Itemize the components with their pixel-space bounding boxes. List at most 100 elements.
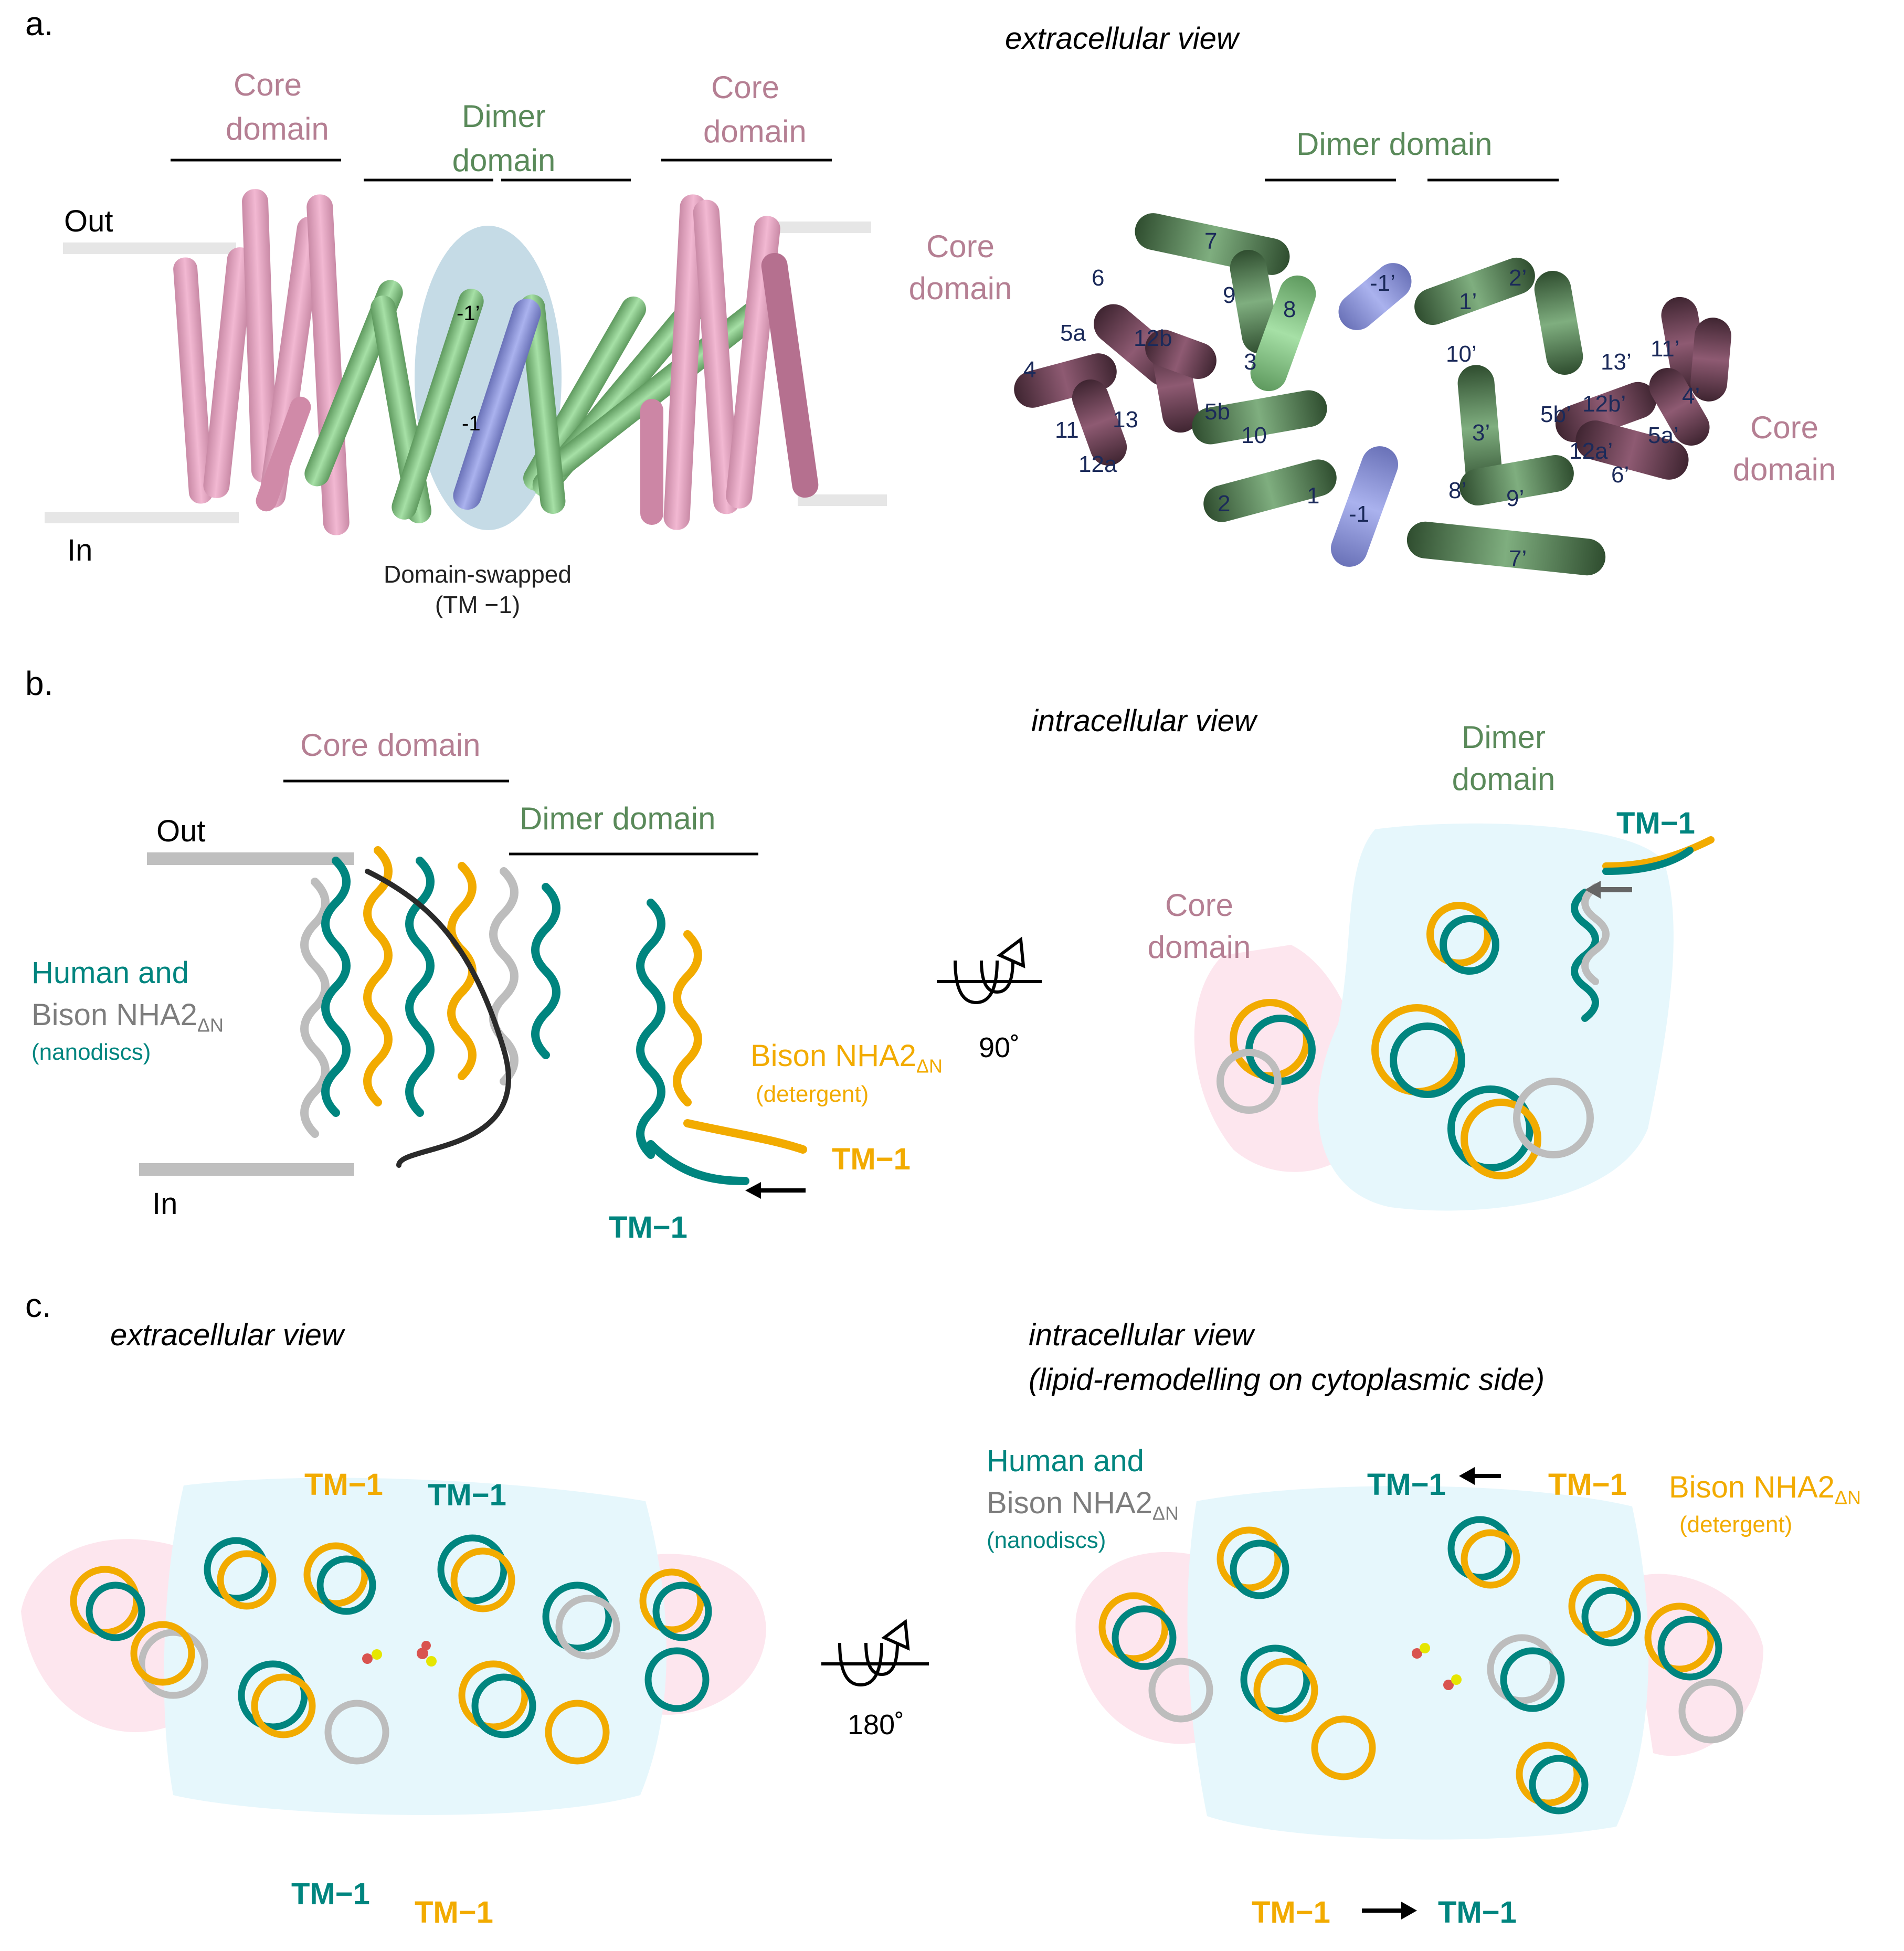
tm-minus1-teal-top-c: TM−1 — [428, 1478, 506, 1512]
helix-label: 8 — [1283, 297, 1296, 322]
core-domain-label-b-right: Core domain — [1139, 884, 1260, 968]
swap-note-line1: Domain-swapped — [384, 561, 572, 588]
delta-n-subscript: ΔN — [197, 1014, 224, 1036]
intracellular-view-label-c: intracellular view — [1029, 1318, 1254, 1352]
dimer-b-right-line1: Dimer — [1462, 720, 1546, 755]
lipid-molecules-right — [1412, 1643, 1462, 1690]
tm-minus1-teal-bottom-c-right: TM−1 — [1438, 1895, 1517, 1929]
helix-label: 8’ — [1448, 478, 1467, 503]
dimer-domain-label: Dimer domain — [451, 94, 556, 183]
core-domain-left-label: Core domain — [226, 63, 329, 151]
helix-label: 12a — [1078, 451, 1117, 477]
rotation-90-label: 90˚ — [979, 1032, 1020, 1063]
helix-label: 13 — [1113, 407, 1138, 433]
core-right-line2: domain — [703, 114, 807, 149]
human-and-label-c: Human and — [987, 1444, 1144, 1478]
panel-b-right-structure — [1194, 823, 1715, 1211]
rotation-180-icon — [821, 1619, 929, 1687]
core-domain-label-a-right-left: Core domain — [903, 226, 1018, 310]
panel-a-left-structure — [45, 159, 887, 535]
helix-label: 13’ — [1601, 349, 1632, 375]
rotation-90-icon — [937, 936, 1042, 1005]
tm-minus1-gold-b: TM−1 — [832, 1142, 911, 1176]
core-domain-right-label: Core domain — [703, 66, 807, 154]
tm-minus1-gold-top-c-right: TM−1 — [1548, 1468, 1627, 1502]
core-left-line1: Core — [233, 67, 302, 102]
helix-label: -1’ — [1370, 270, 1395, 296]
dimer-domain-label-b: Dimer domain — [520, 801, 716, 836]
in-label-a: In — [67, 533, 93, 567]
out-label-a: Out — [64, 204, 113, 238]
tm-minus1-teal-bottom-c: TM−1 — [291, 1877, 370, 1911]
detergent-label-b: (detergent) — [756, 1081, 869, 1107]
tm-minus1-teal-b: TM−1 — [609, 1210, 687, 1245]
helix-label: 12b’ — [1582, 391, 1626, 417]
helix-label: 12a’ — [1569, 438, 1613, 464]
tm-minus1-gold-bottom-c: TM−1 — [415, 1895, 493, 1929]
detergent-label-c: (detergent) — [1679, 1512, 1793, 1537]
delta-n-subscript: ΔN — [916, 1055, 943, 1077]
dimer-domain-label-a-right: Dimer domain — [1296, 126, 1493, 162]
core-right-line1: Core — [711, 70, 780, 105]
bison-nha2-label-b: Bison NHA2ΔN — [31, 997, 224, 1037]
delta-n-subscript: ΔN — [1152, 1502, 1179, 1524]
tm-minus1-teal-b-right: TM−1 — [1616, 806, 1695, 840]
bison-detergent-text-c: Bison NHA2 — [1669, 1470, 1835, 1504]
helix-label: 6 — [1092, 265, 1105, 291]
bison-detergent-label-c: Bison NHA2ΔN — [1669, 1470, 1861, 1509]
panel-c-left-structure — [21, 1478, 766, 1815]
dimer-line1: Dimer — [462, 99, 546, 134]
nanodiscs-label-b: (nanodiscs) — [31, 1039, 151, 1065]
core-domain-label-b: Core domain — [300, 727, 481, 763]
helix-label: 4 — [1023, 357, 1036, 383]
panel-letter-a: a. — [25, 5, 54, 43]
nanodiscs-label-c: (nanodiscs) — [987, 1527, 1106, 1553]
lipid-remodelling-label-c: (lipid-remodelling on cytoplasmic side) — [1029, 1363, 1545, 1397]
panel-b-left-structure — [139, 779, 807, 1199]
helix-label: 2’ — [1509, 265, 1527, 291]
tm-minus1-gold-bottom-c-right: TM−1 — [1252, 1895, 1330, 1929]
bison-nha2-label-c: Bison NHA2ΔN — [987, 1485, 1179, 1525]
helix-label: 7 — [1204, 228, 1218, 254]
core-a-right-left-line1: Core — [926, 229, 995, 264]
dimer-b-right-line2: domain — [1452, 762, 1556, 797]
human-and-label-b: Human and — [31, 956, 189, 990]
swap-note-line2: (TM −1) — [435, 591, 521, 618]
dimer-domain-label-b-right: Dimer domain — [1443, 716, 1564, 800]
helix-label: 5a — [1060, 320, 1086, 346]
core-a-right-right-line2: domain — [1732, 452, 1836, 487]
helix-label: 7’ — [1509, 546, 1527, 572]
in-label-b: In — [152, 1187, 178, 1221]
helix-label: 3’ — [1472, 420, 1490, 446]
delta-n-subscript: ΔN — [1834, 1486, 1861, 1509]
panel-letter-c: c. — [25, 1286, 51, 1324]
intracellular-view-label-b: intracellular view — [1031, 704, 1256, 738]
tm-minus1-gold-top-c: TM−1 — [304, 1468, 383, 1502]
panel-c-right-structure — [1075, 1467, 1763, 1920]
helix-label: 10’ — [1446, 341, 1477, 367]
bison-detergent-label-b: Bison NHA2ΔN — [750, 1038, 943, 1078]
core-domain-label-a-right-right: Core domain — [1727, 407, 1842, 491]
helix-label: 5b’ — [1540, 402, 1571, 427]
helix-label: 5b — [1204, 399, 1230, 425]
core-b-right-line2: domain — [1147, 930, 1251, 965]
helix-label: 10 — [1241, 423, 1267, 448]
tm-minus1-prime-label: -1’ — [457, 302, 480, 325]
extracellular-view-label-a: extracellular view — [1005, 22, 1239, 56]
helix-label: 11’ — [1651, 336, 1680, 362]
panel-a-right-structure — [1014, 178, 1731, 576]
bison-detergent-text: Bison NHA2 — [750, 1039, 916, 1073]
helix-label: 1 — [1307, 483, 1320, 509]
helix-label: 5a’ — [1648, 423, 1679, 448]
helix-label: 9’ — [1506, 486, 1525, 511]
core-a-right-left-line2: domain — [908, 271, 1012, 306]
helix-label: 6’ — [1611, 462, 1630, 488]
helix-label: 9 — [1223, 282, 1236, 308]
core-a-right-right-line1: Core — [1750, 410, 1819, 445]
lipid-molecules — [362, 1641, 437, 1667]
helix-label: 4’ — [1682, 383, 1700, 409]
tm-minus1-teal-top-c-right: TM−1 — [1367, 1468, 1446, 1502]
extracellular-view-label-c: extracellular view — [110, 1318, 344, 1352]
tm-minus1-label: -1 — [462, 412, 481, 435]
